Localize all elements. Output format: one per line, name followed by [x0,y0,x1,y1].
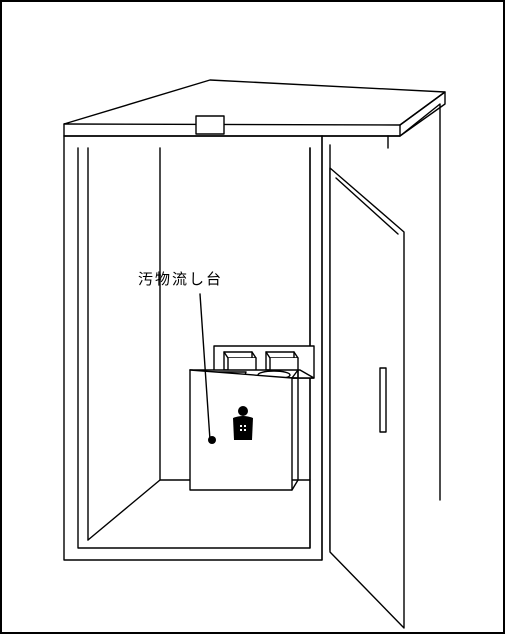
booth-roof [63,79,446,137]
callout-dot [208,436,216,444]
slop-sink [189,345,315,491]
callout-leader [199,293,211,441]
door-handle[interactable] [379,367,387,433]
person-care-icon [233,406,253,440]
open-door[interactable] [329,167,405,629]
callout-label: 汚物流し台 [138,270,224,288]
